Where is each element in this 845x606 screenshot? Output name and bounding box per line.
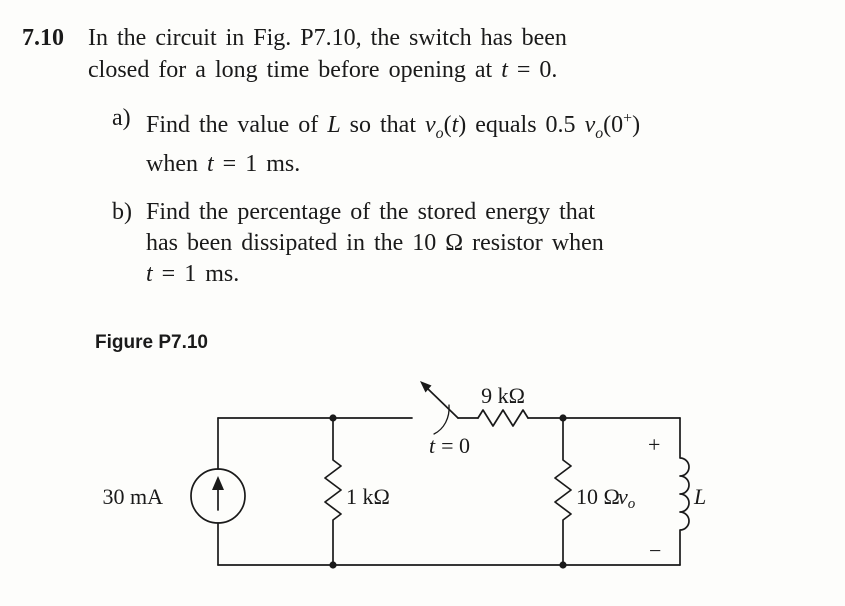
current-source-circle [190, 467, 246, 524]
figure-caption: Figure P7.10 [95, 331, 208, 353]
part-b-text: Find the percentage of the stored energy… [146, 198, 604, 287]
part-b-label: b) [112, 198, 132, 225]
label-minus-polarity: − [649, 538, 661, 563]
part-a-label: a) [112, 105, 131, 131]
junction-dots [329, 414, 567, 569]
switch-blade [426, 386, 459, 419]
problem-statement: 7.10 In the circuit in Fig. P7.10, the s… [0, 22, 845, 86]
switch-arrowhead-icon [420, 380, 432, 393]
current-source-arrowhead [212, 475, 224, 490]
inductor-coil [679, 416, 690, 566]
switch-motion-arc [433, 404, 450, 435]
label-resistor-9k: 9 kΩ [481, 383, 525, 408]
label-resistor-1k: 1 kΩ [346, 484, 390, 509]
label-current-source: 30 mA [103, 484, 164, 509]
label-switch-time: t= 0 [429, 433, 470, 458]
problem-number: 7.10 [22, 25, 64, 51]
label-resistor-10: 10 Ω [576, 484, 620, 509]
circuit-diagram: 30 mA 1 kΩ 9 kΩ t= 0 10 Ω vo + − L [103, 380, 706, 569]
label-inductor: L [693, 484, 706, 509]
part-a: a) Find the value of L so that vo(t) equ… [0, 103, 845, 180]
part-b: b) Find the percentage of the stored ene… [0, 197, 845, 290]
resistor-10 [554, 416, 572, 566]
problem-intro-text: In the circuit in Fig. P7.10, the switch… [88, 25, 567, 83]
resistor-9k [477, 408, 529, 427]
resistor-1k [324, 416, 342, 566]
label-plus-polarity: + [648, 432, 660, 457]
label-vo: vo [618, 484, 636, 512]
part-a-text: Find the value of L so that vo(t) equals… [146, 110, 641, 177]
